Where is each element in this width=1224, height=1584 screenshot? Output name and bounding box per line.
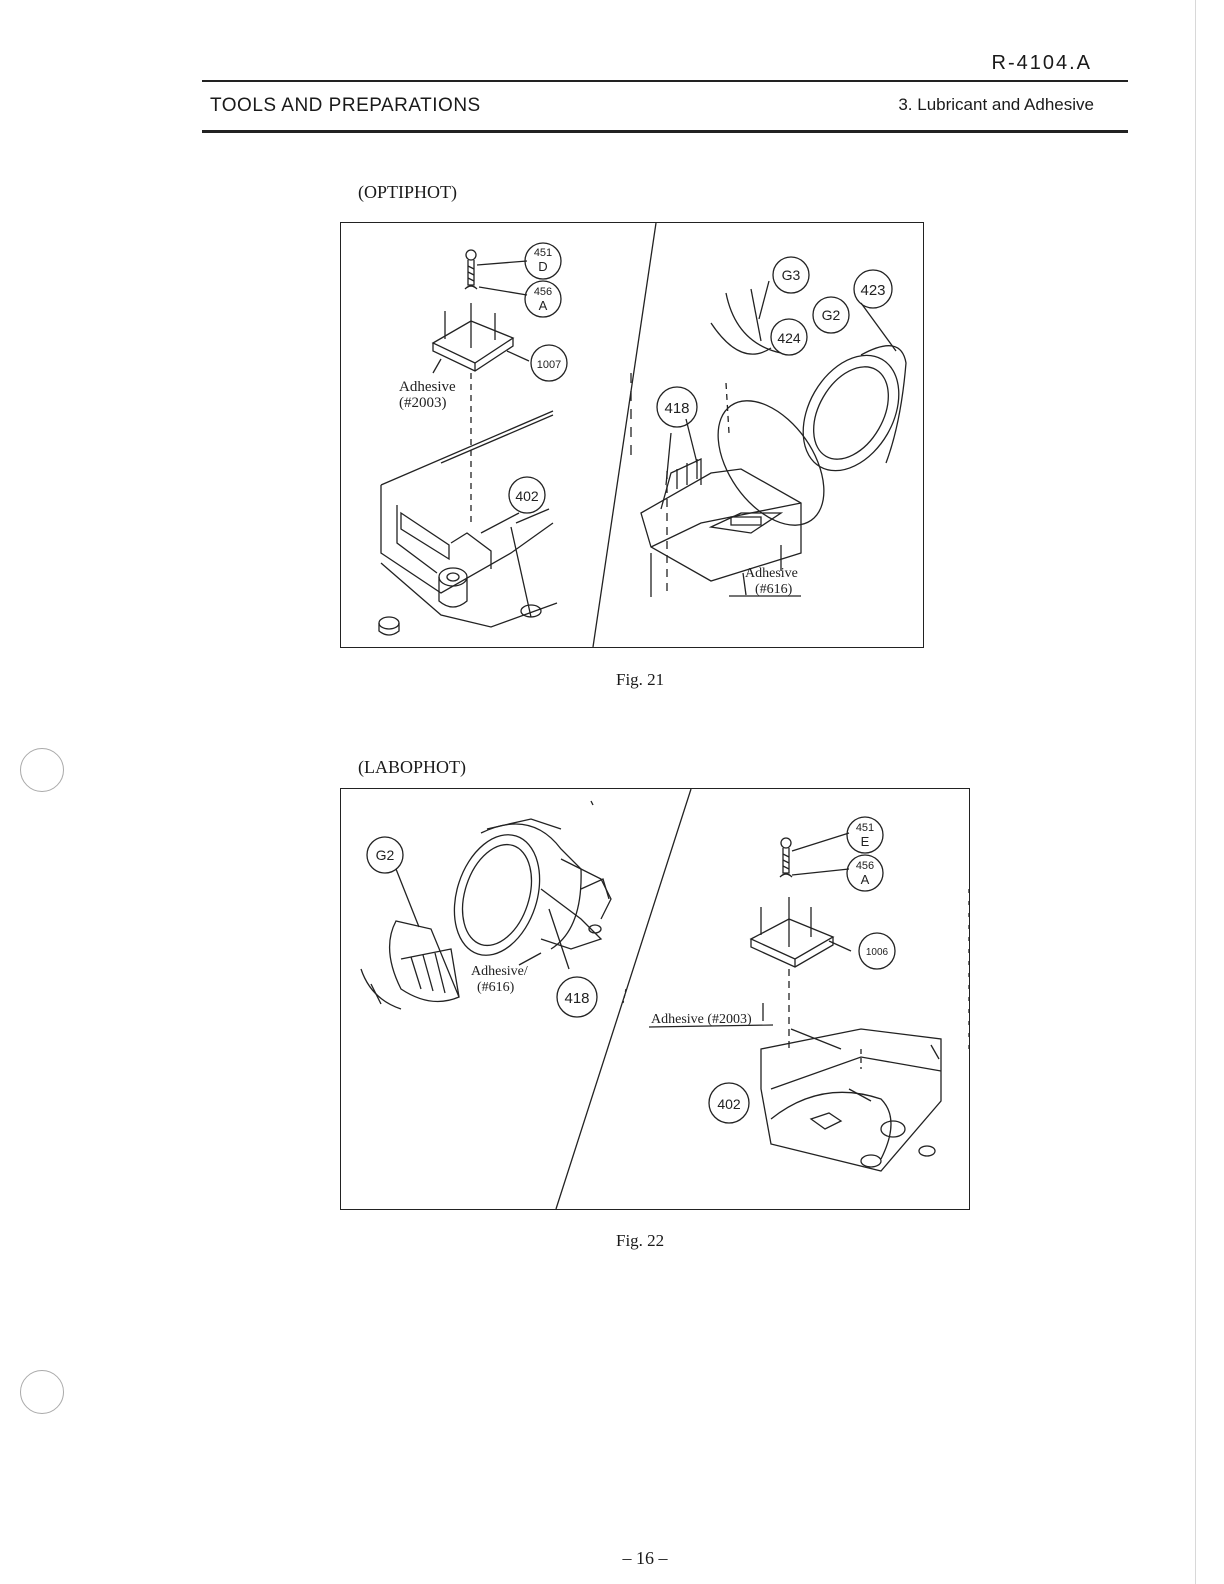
adhesive-code: (#616)	[755, 582, 793, 597]
callout-456: 456	[856, 860, 874, 872]
figure-21-drawing: 451 D 456 A 1007 402 Adhesive (#2003) G3…	[341, 223, 923, 647]
callout-402: 402	[717, 1096, 741, 1112]
callout-451-suffix: D	[538, 259, 547, 274]
document-code: R-4104.A	[992, 52, 1093, 75]
adhesive-label: Adhesive (#2003)	[651, 1012, 752, 1027]
figure-22-caption: Fig. 22	[616, 1231, 664, 1251]
callout-1006: 1006	[866, 947, 889, 958]
punch-hole-top	[20, 748, 64, 792]
page-number: – 16 –	[0, 1548, 1224, 1569]
callout-456-suffix: A	[861, 872, 870, 887]
adhesive-label: Adhesive	[745, 566, 798, 581]
figure-22-drawing: G2 418 Adhesive/ (#616) 451 E 456 A 1006…	[341, 789, 969, 1209]
callout-451-suffix: E	[861, 834, 870, 849]
figure-22: G2 418 Adhesive/ (#616) 451 E 456 A 1006…	[340, 788, 970, 1210]
adhesive-code: (#2003)	[399, 395, 447, 411]
callout-456-suffix: A	[539, 298, 548, 313]
figure-22-model-label: (LABOPHOT)	[358, 757, 466, 778]
subsection-title: 3. Lubricant and Adhesive	[898, 95, 1094, 115]
scan-margin-line	[1195, 0, 1196, 1584]
callout-418: 418	[564, 990, 589, 1007]
callout-g2: G2	[376, 847, 395, 863]
callout-1007: 1007	[537, 359, 561, 371]
header-rule-bottom	[202, 130, 1128, 133]
callout-g3: G3	[782, 267, 801, 283]
adhesive-label: Adhesive	[399, 379, 456, 395]
callout-456: 456	[534, 286, 552, 298]
adhesive-code: (#616)	[477, 980, 515, 995]
callout-424: 424	[777, 330, 801, 346]
figure-21-caption: Fig. 21	[616, 670, 664, 690]
punch-hole-bottom	[20, 1370, 64, 1414]
figure-21: 451 D 456 A 1007 402 Adhesive (#2003) G3…	[340, 222, 924, 648]
callout-418: 418	[664, 400, 689, 417]
callout-423: 423	[860, 282, 885, 299]
callout-451: 451	[534, 247, 552, 259]
callout-451: 451	[856, 822, 874, 834]
section-title: TOOLS AND PREPARATIONS	[210, 95, 481, 117]
header-rule-top	[202, 80, 1128, 82]
callout-g2: G2	[822, 307, 841, 323]
adhesive-label: Adhesive/	[471, 964, 528, 979]
callout-402: 402	[515, 488, 539, 504]
figure-21-model-label: (OPTIPHOT)	[358, 182, 457, 203]
